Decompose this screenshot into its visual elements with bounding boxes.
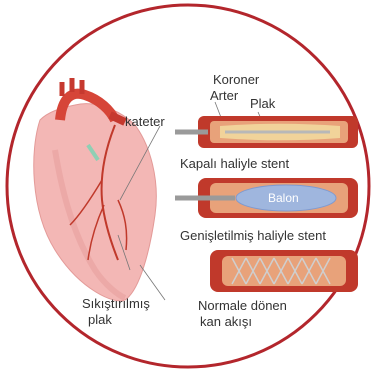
label-kateter: kateter <box>125 114 165 129</box>
label-sikistirilmis: Sıkıştırılmış <box>82 296 150 311</box>
label-kan-akisi: kan akışı <box>200 314 252 329</box>
label-plak-top: Plak <box>250 96 275 111</box>
label-koroner: Koroner <box>213 72 259 87</box>
artery-closed-stent <box>175 116 358 148</box>
label-normale-donen: Normale dönen <box>198 298 287 313</box>
label-arter: Arter <box>210 88 238 103</box>
artery-expanded-stent <box>210 250 358 292</box>
label-balon: Balon <box>268 191 299 205</box>
label-plak-bottom: plak <box>88 312 112 327</box>
label-genisletilmis-stent: Genişletilmiş haliyle stent <box>180 228 326 243</box>
artery-balloon <box>175 178 358 218</box>
label-kapali-stent: Kapalı haliyle stent <box>180 156 289 171</box>
